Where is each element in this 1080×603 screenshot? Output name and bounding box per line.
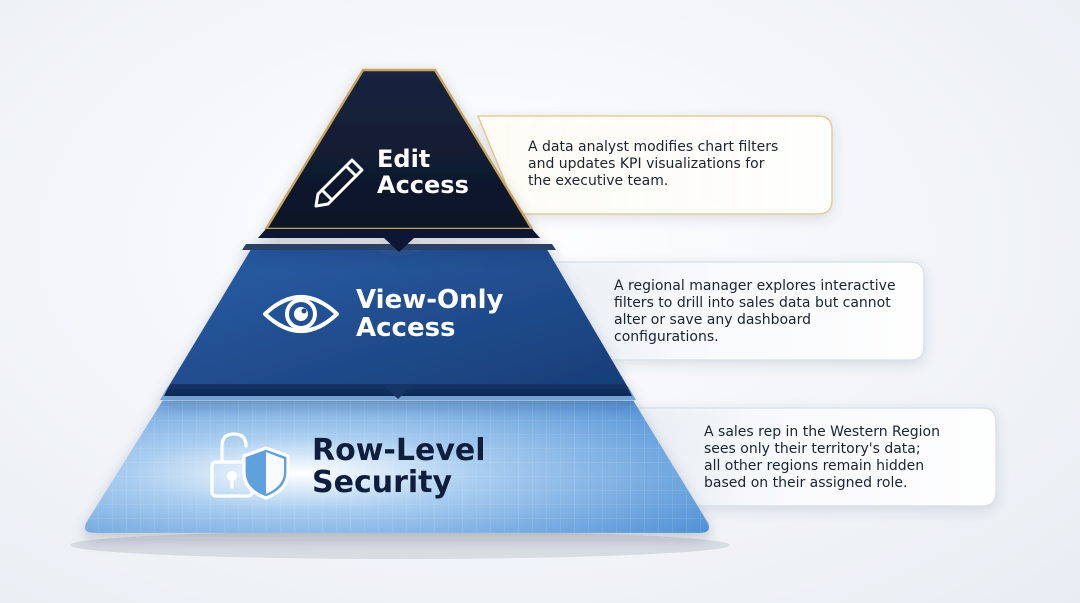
lock-shield-icon — [210, 432, 290, 500]
pencil-icon — [314, 158, 364, 208]
tier-title-rls-line1: Row-Level — [312, 433, 486, 468]
callout-text-edit: A data analyst modifies chart filters an… — [528, 139, 778, 190]
callout-text-view: A regional manager explores interactive … — [614, 278, 896, 346]
tier-title-rls: Row-Level Security — [312, 433, 486, 501]
tier-title-view-line1: View-Only — [356, 285, 504, 315]
tier-title-edit-line1: Edit — [377, 145, 431, 173]
callout-edit-line2: and updates KPI visualizations for — [528, 156, 765, 172]
eye-icon — [263, 295, 339, 333]
tier-title-edit: Edit Access — [377, 145, 469, 199]
callout-card-edit — [476, 115, 833, 215]
callout-rls-line2: sees only their territory's data; — [704, 441, 921, 457]
tier-title-edit-line2: Access — [377, 170, 469, 199]
tier-title-view-line2: Access — [356, 313, 456, 344]
callout-view-line1: A regional manager explores interactive — [614, 278, 896, 294]
tier-view-shape — [160, 245, 636, 400]
callout-card-rls — [620, 407, 997, 507]
tier-edit-shape — [242, 68, 556, 252]
callout-rls-line3: all other regions remain hidden — [704, 458, 925, 474]
tier-title-rls-line2: Security — [312, 465, 453, 501]
callout-rls-line4: based on their assigned role. — [704, 475, 908, 491]
callout-rls-line1: A sales rep in the Western Region — [704, 424, 940, 440]
tier-title-view: View-Only Access — [356, 286, 504, 342]
callout-view-line4: configurations. — [614, 329, 719, 345]
callout-view-line2: filters to drill into sales data but can… — [614, 295, 891, 311]
tier-rls-shape — [85, 399, 709, 533]
callout-view-line3: alter or save any dashboard — [614, 312, 812, 328]
callout-text-rls: A sales rep in the Western Region sees o… — [704, 424, 940, 492]
callout-edit-line3: the executive team. — [528, 173, 669, 189]
callout-edit-line1: A data analyst modifies chart filters — [528, 139, 779, 155]
callout-card-view — [536, 261, 925, 361]
